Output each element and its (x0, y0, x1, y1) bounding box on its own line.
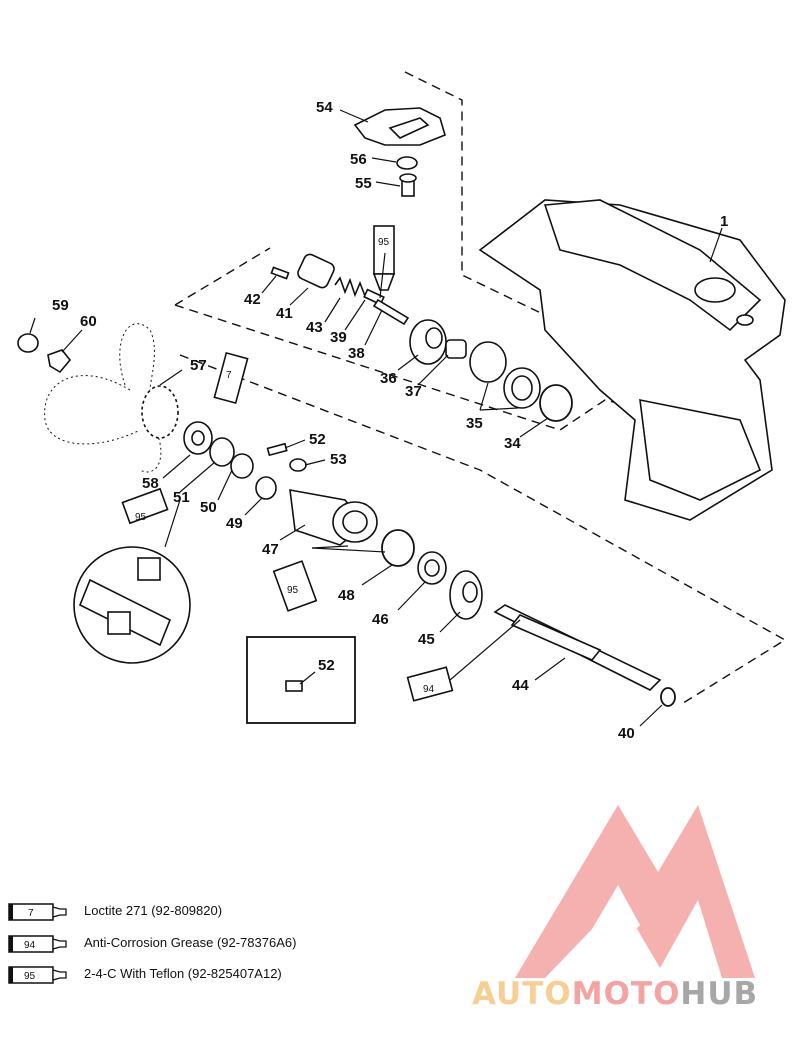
callout-53: 53 (330, 451, 347, 468)
trim-tab (353, 107, 446, 146)
legend-row-94: 94 Anti-Corrosion Grease (92-78376A6) (8, 933, 368, 955)
prop-nut (17, 333, 39, 353)
callout-37: 37 (405, 383, 422, 400)
watermark-word-hub: HUB (680, 976, 759, 1012)
washer-53 (289, 458, 307, 472)
bearing-cup-35 (469, 341, 541, 409)
legend-text-94: Anti-Corrosion Grease (92-78376A6) (84, 935, 297, 950)
thrust-hub (183, 421, 213, 455)
tube-7: 7 (213, 351, 249, 405)
inset-screw (285, 680, 303, 692)
pin-42 (270, 266, 290, 280)
callout-39: 39 (330, 329, 347, 346)
snap-ring-40 (660, 687, 676, 707)
watermark-word-auto: AUTO (472, 976, 572, 1012)
tube-95-top: 95 (372, 225, 396, 291)
callout-52: 52 (309, 431, 326, 448)
tube-7-number: 7 (226, 370, 232, 381)
dashed-boundary-top (404, 71, 546, 316)
callout-60: 60 (80, 313, 97, 330)
inset-box (246, 636, 356, 724)
cross-pin-38 (372, 298, 410, 326)
tube-94-number: 94 (423, 684, 435, 695)
cam-follower (297, 253, 335, 289)
leader-lines (29, 109, 723, 727)
watermark-text: AUTOMOTOHUB (472, 976, 758, 1012)
callout-38: 38 (348, 345, 365, 362)
pinion-gear (409, 319, 447, 365)
callout-58: 58 (142, 475, 159, 492)
bolt (399, 173, 417, 197)
propeller-shaft (493, 604, 662, 691)
callout-51: 51 (173, 489, 190, 506)
callout-35: 35 (466, 415, 483, 432)
callout-41: 41 (276, 305, 293, 322)
tube-95-left: 95 (121, 487, 169, 525)
propeller (44, 323, 179, 473)
legend-code-95: 95 (24, 971, 36, 982)
reverse-gear (449, 570, 483, 620)
callout-46: 46 (372, 611, 389, 628)
callout-labels: 1 54 56 55 42 41 43 39 38 36 37 35 34 59… (52, 99, 728, 742)
oil-seal-50 (209, 437, 235, 467)
callout-55: 55 (355, 175, 372, 192)
screw-52 (266, 442, 288, 457)
callout-54: 54 (316, 99, 333, 116)
gear-housing (478, 199, 786, 521)
bearing-carrier (289, 489, 378, 546)
watermark-logo-mark (515, 805, 755, 978)
bearing-49 (230, 453, 277, 500)
shim-34 (539, 384, 573, 422)
callout-44: 44 (512, 677, 529, 694)
legend-code-94: 94 (24, 940, 36, 951)
o-ring-48 (381, 529, 415, 567)
callout-52-inset: 52 (318, 657, 335, 674)
dashed-boundary-lower (179, 354, 787, 706)
callout-43: 43 (306, 319, 323, 336)
legend-text-7: Loctite 271 (92-809820) (84, 903, 223, 918)
callout-48: 48 (338, 587, 355, 604)
tube-95-left-number: 95 (135, 512, 147, 523)
legend-code-7: 7 (28, 908, 34, 919)
legend-row-7: 7 Loctite 271 (92-809820) (8, 901, 368, 923)
tube-7-icon: 7 (8, 903, 67, 921)
bearing-46 (417, 551, 447, 585)
tab-washer (47, 349, 72, 374)
callout-45: 45 (418, 631, 435, 648)
callout-42: 42 (244, 291, 261, 308)
callout-40: 40 (618, 725, 635, 742)
tube-95-top-number: 95 (378, 237, 390, 248)
watermark-word-moto: MOTO (571, 976, 681, 1012)
washer (396, 156, 418, 170)
legend-row-95: 95 2-4-C With Teflon (92-825407A12) (8, 964, 368, 986)
tube-94: 94 (406, 666, 454, 702)
callout-34: 34 (504, 435, 521, 452)
callout-57: 57 (190, 357, 207, 374)
tube-94-icon: 94 (8, 935, 67, 953)
spring (334, 276, 366, 298)
callout-50: 50 (200, 499, 217, 516)
callout-59: 59 (52, 297, 69, 314)
legend-text-95: 2-4-C With Teflon (92-825407A12) (84, 966, 282, 981)
tube-95-lower-number: 95 (287, 585, 299, 596)
callout-49: 49 (226, 515, 243, 532)
callout-47: 47 (262, 541, 279, 558)
tube-95-icon: 95 (8, 966, 67, 984)
detail-zoom-circle (73, 499, 191, 664)
callout-1: 1 (720, 213, 728, 230)
callout-56: 56 (350, 151, 367, 168)
tube-95-lower: 95 (272, 560, 318, 612)
bearing-37 (445, 339, 467, 359)
callout-36: 36 (380, 370, 397, 387)
